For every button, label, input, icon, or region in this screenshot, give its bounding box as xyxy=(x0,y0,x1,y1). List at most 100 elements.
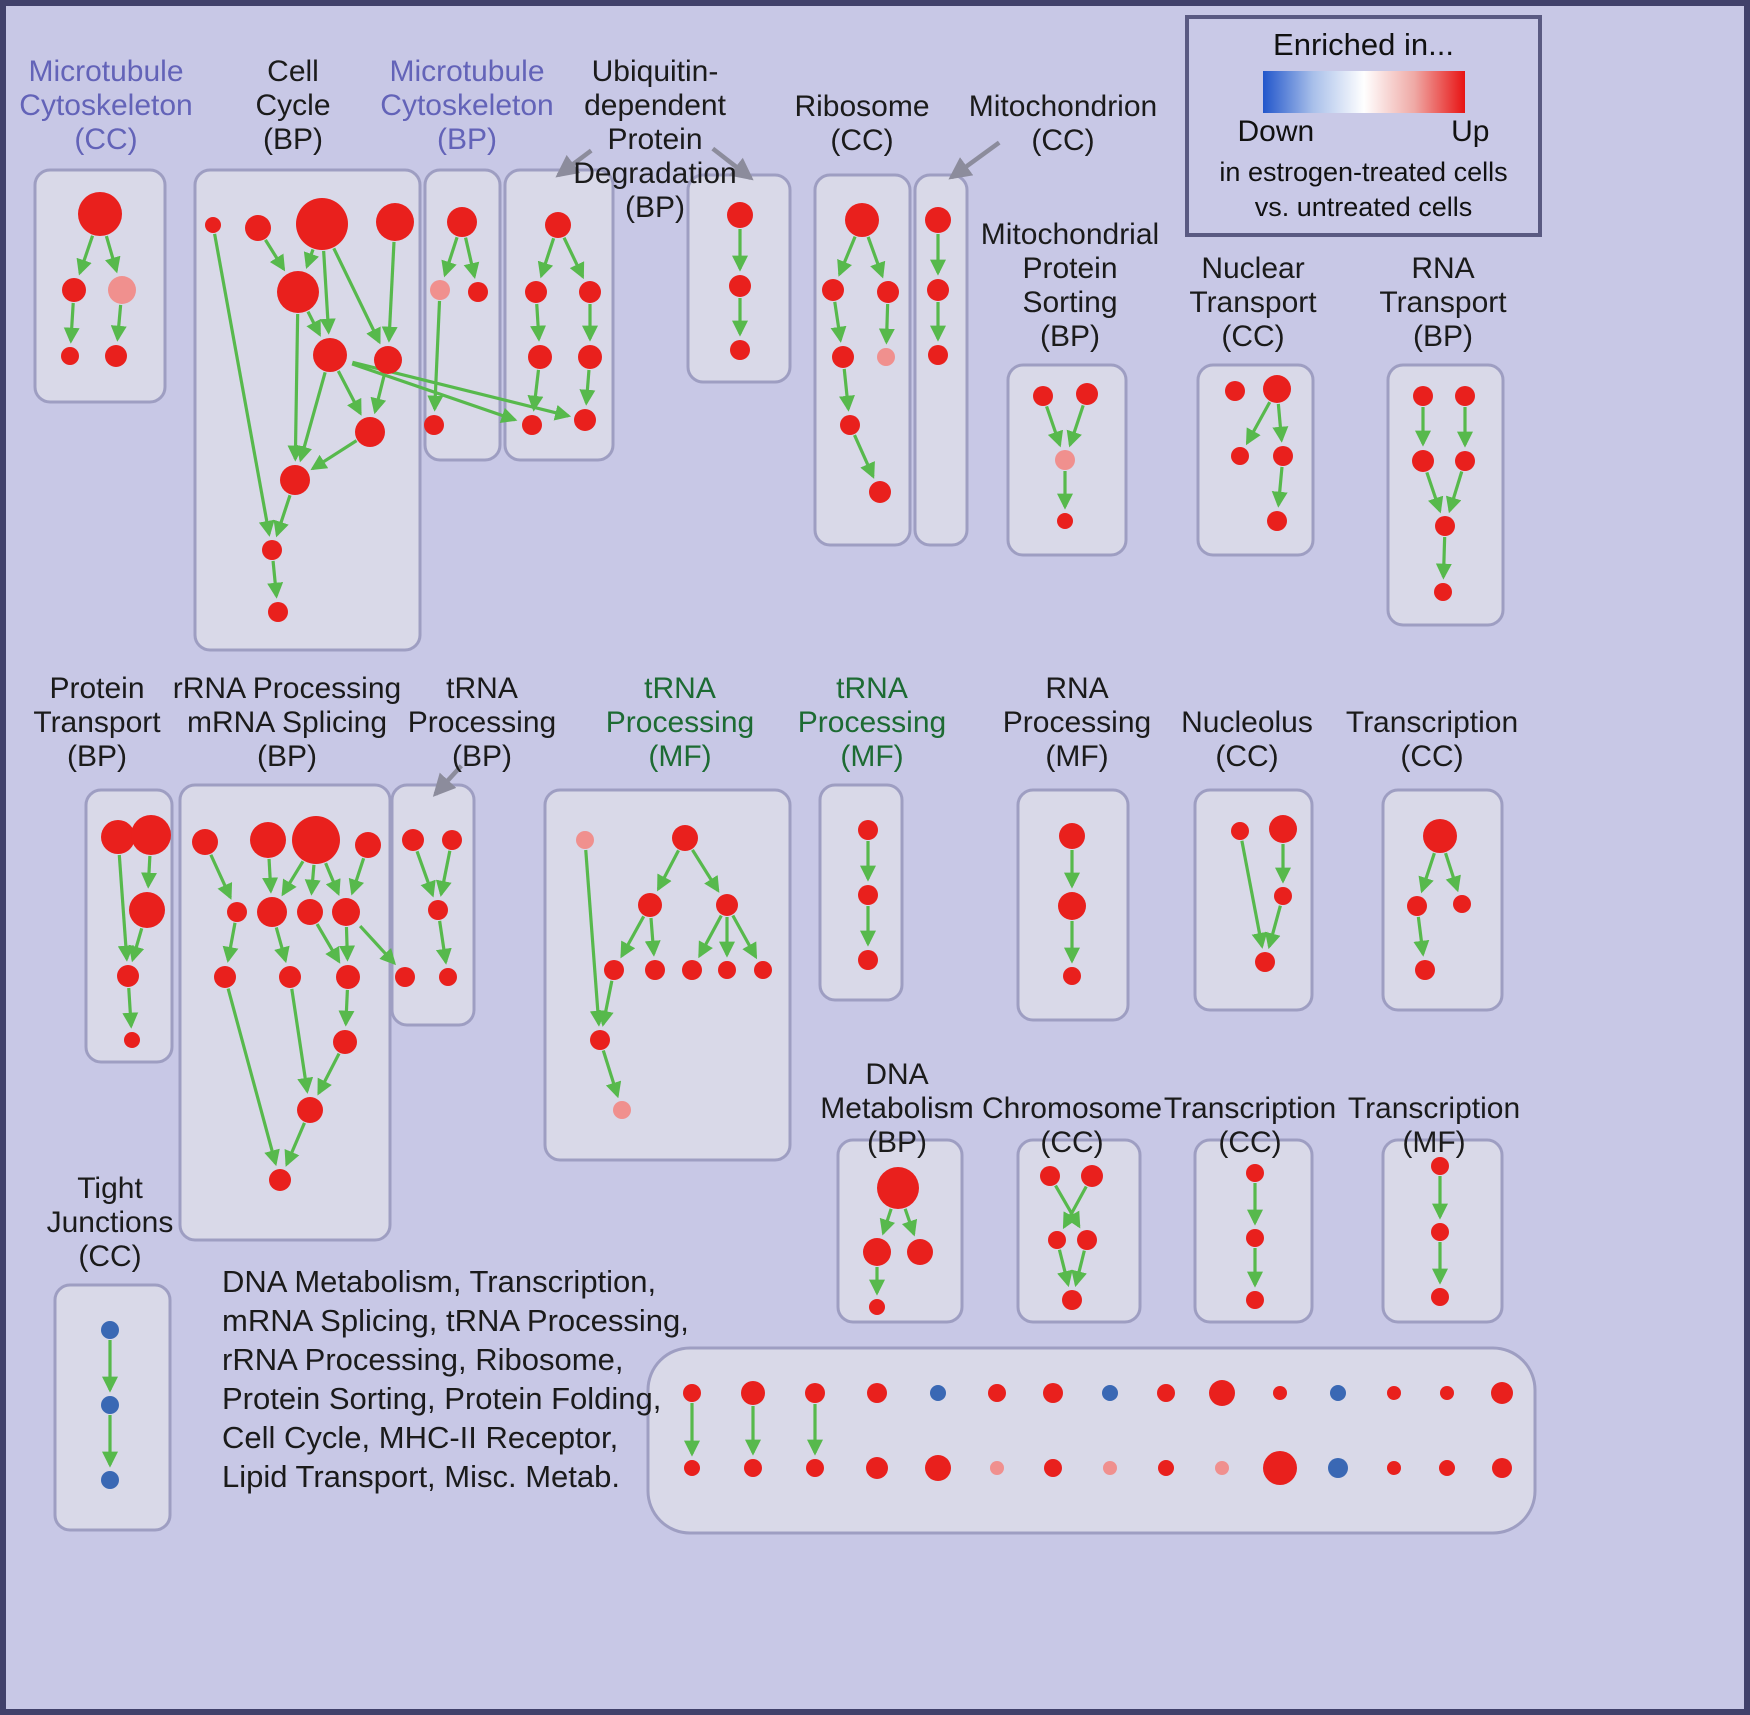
go-term-node xyxy=(528,345,552,369)
go-term-node xyxy=(1453,895,1471,913)
go-term-node xyxy=(1225,381,1245,401)
edge-arrow xyxy=(122,987,139,1029)
go-term-node xyxy=(930,1385,946,1401)
go-term-node xyxy=(1246,1229,1264,1247)
go-term-node xyxy=(101,1396,119,1414)
edge-arrow xyxy=(290,988,314,1094)
edge-arrow xyxy=(830,301,847,343)
edge-arrow xyxy=(358,924,396,966)
go-term-node xyxy=(1274,887,1292,905)
go-term-node xyxy=(716,894,738,916)
go-term-node xyxy=(424,415,444,435)
go-term-node xyxy=(1263,375,1291,403)
go-term-node xyxy=(1048,1231,1066,1249)
go-term-node xyxy=(858,820,878,840)
go-term-node xyxy=(1412,450,1434,472)
edge-arrow xyxy=(644,917,661,957)
edge-arrow xyxy=(76,235,95,276)
go-term-node xyxy=(1435,516,1455,536)
edge-arrow xyxy=(1435,536,1452,580)
go-term-node xyxy=(604,960,624,980)
go-term-node xyxy=(863,1238,891,1266)
edge-arrow xyxy=(287,313,304,462)
go-term-node xyxy=(522,415,542,435)
go-term-node xyxy=(205,217,221,233)
go-term-node xyxy=(806,1459,824,1477)
go-term-node xyxy=(108,276,136,304)
legend-down-label: Down xyxy=(1237,115,1315,148)
go-term-node xyxy=(1043,1383,1063,1403)
go-term-node xyxy=(1455,386,1475,406)
go-term-node xyxy=(1231,447,1249,465)
go-term-node xyxy=(682,960,702,980)
edge-arrow xyxy=(584,849,606,1027)
legend-caption-line1: in estrogen-treated cells xyxy=(1219,157,1508,187)
go-term-node xyxy=(858,950,878,970)
go-term-node xyxy=(1434,583,1452,601)
edge-arrow xyxy=(267,560,284,599)
edge-arrow xyxy=(1418,852,1436,894)
edge-arrow xyxy=(530,303,547,342)
go-term-node xyxy=(428,900,448,920)
edge-arrow xyxy=(435,850,452,897)
go-term-node xyxy=(805,1383,825,1403)
go-term-node xyxy=(1059,823,1085,849)
go-term-node xyxy=(227,902,247,922)
edge-arrow xyxy=(274,926,290,964)
edge-arrow xyxy=(1445,471,1464,514)
go-term-node xyxy=(1246,1164,1264,1182)
go-term-node xyxy=(869,1299,885,1315)
go-term-node xyxy=(869,481,891,503)
go-term-node xyxy=(280,465,310,495)
go-term-node xyxy=(754,961,772,979)
go-term-node xyxy=(1246,1291,1264,1309)
go-term-node xyxy=(866,1457,888,1479)
go-term-node xyxy=(925,207,951,233)
go-term-node xyxy=(729,275,751,297)
edge-arrow xyxy=(537,237,556,279)
go-term-node xyxy=(590,1030,610,1050)
edge-arrow xyxy=(1057,1249,1073,1288)
edge-arrow xyxy=(415,850,436,898)
go-term-node xyxy=(1267,511,1287,531)
go-term-node xyxy=(684,1460,700,1476)
color-legend: Enriched in... Down Up in estrogen-treat… xyxy=(1185,15,1542,237)
go-term-node xyxy=(877,281,899,303)
go-term-node xyxy=(297,899,323,925)
go-term-node xyxy=(1455,451,1475,471)
go-term-node xyxy=(1062,1290,1082,1310)
edge-arrow xyxy=(1066,404,1085,448)
go-term-node xyxy=(1431,1223,1449,1241)
legend-up-label: Up xyxy=(1451,115,1490,148)
cluster-box-mixed-strip xyxy=(646,1346,1537,1535)
go-term-node xyxy=(579,281,601,303)
edge-arrow xyxy=(839,368,855,412)
edge-arrow xyxy=(63,302,80,344)
edge-arrow xyxy=(866,236,886,279)
cluster-box-rrna-mrna xyxy=(178,783,392,1242)
go-term-node xyxy=(355,417,385,447)
go-term-node xyxy=(730,340,750,360)
edge-arrow xyxy=(319,250,336,335)
edge-arrow xyxy=(310,439,358,471)
go-term-node xyxy=(1158,1460,1174,1476)
edge-arrow xyxy=(698,914,723,959)
go-term-node xyxy=(336,965,360,989)
edge-arrow xyxy=(296,371,327,463)
cluster-box-rna-transport xyxy=(1386,363,1505,627)
go-term-node xyxy=(927,279,949,301)
go-term-node xyxy=(117,965,139,987)
go-term-node xyxy=(101,820,135,854)
go-term-node xyxy=(1102,1385,1118,1401)
edge-arrow xyxy=(117,854,134,962)
go-term-node xyxy=(645,960,665,980)
go-term-node xyxy=(1077,1230,1097,1250)
go-term-node xyxy=(101,1321,119,1339)
go-term-node xyxy=(1209,1380,1235,1406)
go-term-node xyxy=(1063,967,1081,985)
edge-arrow xyxy=(1444,852,1461,893)
go-term-node xyxy=(313,338,347,372)
go-term-node xyxy=(262,540,282,560)
